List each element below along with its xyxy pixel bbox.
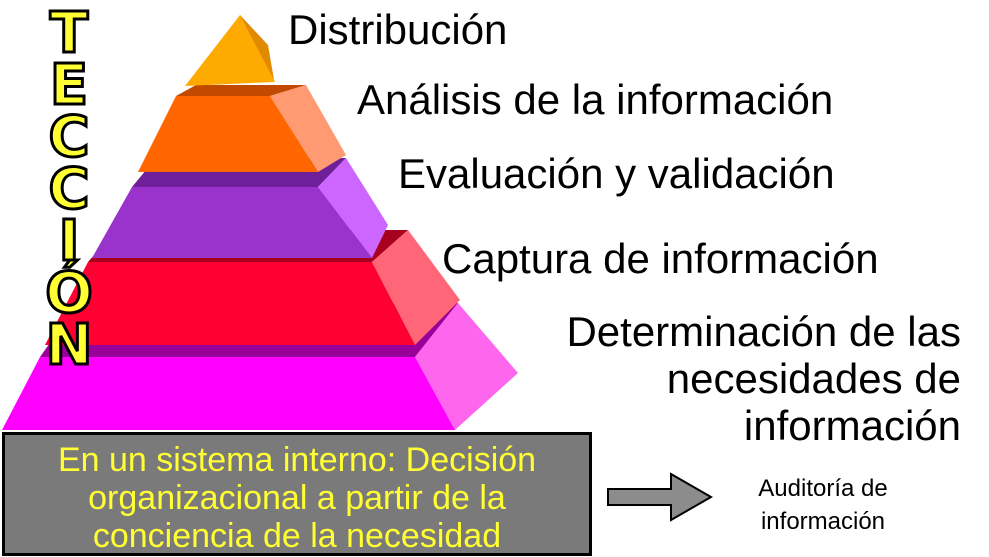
level-3-side-face — [318, 158, 388, 258]
vertical-title-letter: T — [48, 1, 89, 66]
vertical-title-letter: I — [57, 209, 81, 274]
level-2-label: Análisis de la información — [357, 76, 834, 123]
level-5-side-face — [415, 303, 518, 430]
level-4-label: Captura de información — [442, 235, 879, 282]
vertical-title-letter: N — [44, 313, 94, 378]
level-5-label: Determinación de las necesidades de info… — [566, 308, 961, 449]
level-2-top-face — [176, 85, 306, 96]
vertical-title-letter: C — [47, 157, 91, 222]
vertical-title-letter: Ó — [44, 261, 95, 326]
vertical-title-letter: C — [47, 105, 91, 170]
level-3-front-face — [92, 187, 372, 258]
level-2-front-face — [138, 96, 318, 172]
right-arrow-icon — [607, 472, 714, 522]
level-1-label: Distribución — [288, 6, 508, 53]
level-5-front-face — [2, 357, 455, 430]
vertical-title-letter: E — [48, 53, 89, 118]
callout-box: En un sistema interno: Decisión organiza… — [2, 432, 592, 556]
level-4-front-face — [45, 262, 415, 345]
callout-line: En un sistema interno: Decisión — [57, 441, 537, 479]
level-3-label: Evaluación y validación — [398, 150, 835, 197]
audit-label: Auditoría de información — [758, 475, 888, 535]
level-4-side-face — [372, 230, 460, 345]
callout-line: conciencia de la necesidad — [92, 517, 502, 555]
callout-line: organizacional a partir de la — [88, 479, 506, 517]
level-2-side-face — [270, 85, 346, 172]
level-1-front-face — [185, 15, 275, 86]
